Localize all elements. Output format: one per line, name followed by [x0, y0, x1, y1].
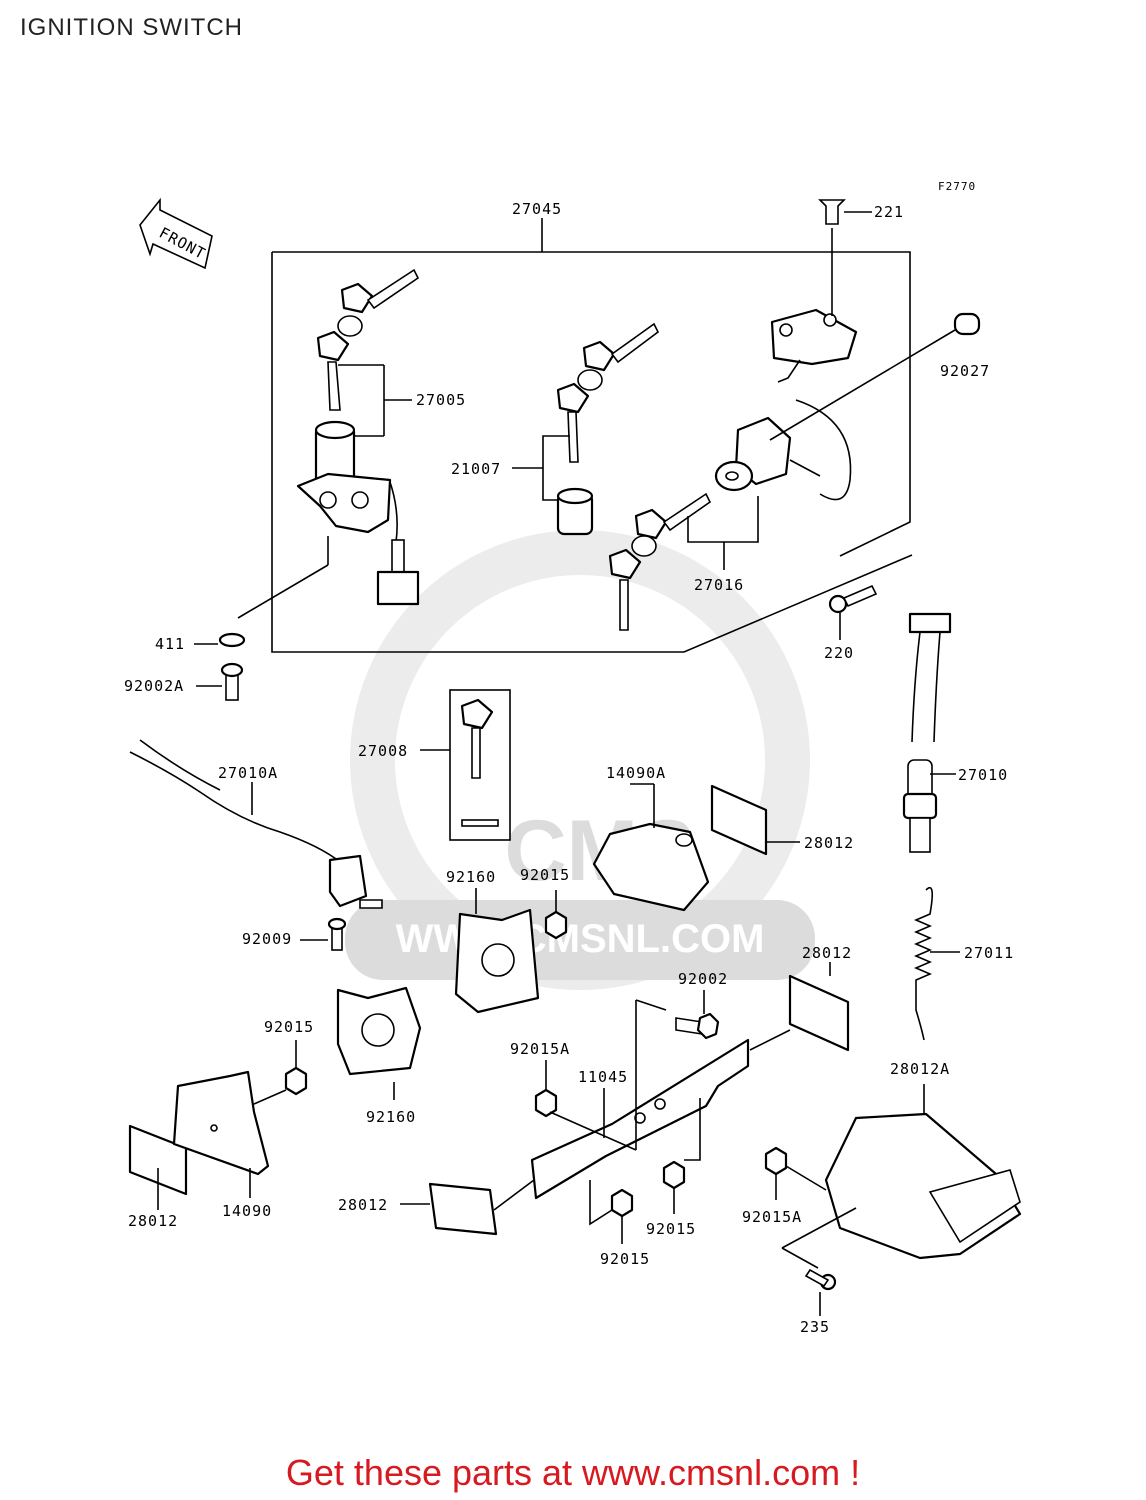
- nut-92015a-center: [534, 1060, 637, 1151]
- seat-lock-27016: [608, 399, 852, 631]
- part-label-27011: 27011: [964, 944, 1014, 962]
- front-arrow-icon: FRONT: [139, 197, 213, 270]
- part-label-411: 411: [155, 635, 185, 653]
- part-label-28012-a: 28012: [804, 834, 854, 852]
- switch-holder: [770, 199, 872, 383]
- reflector-28012-right: [788, 962, 850, 1052]
- bolt-92002a: [196, 662, 244, 701]
- part-label-92015a-a: 92015A: [510, 1040, 570, 1058]
- reflector-28012-upper: [710, 784, 800, 856]
- grommet-92015-center: [544, 890, 568, 940]
- part-label-235: 235: [800, 1318, 830, 1336]
- ignition-switch: [237, 420, 420, 619]
- parts-diagram: WWW.CMSNL.COM CMS F2770 FRONT: [124, 180, 1022, 1336]
- reflector-28012-bottom: [400, 1182, 498, 1236]
- nut-92015-bottom: [589, 1180, 634, 1244]
- gasket-92160-upper: [454, 888, 540, 1014]
- part-label-92015-c: 92015: [646, 1220, 696, 1238]
- part-label-27016: 27016: [694, 576, 744, 594]
- part-label-92015-d: 92015: [600, 1250, 650, 1268]
- part-label-92002: 92002: [678, 970, 728, 988]
- nut-92015a-right: [764, 1146, 827, 1200]
- part-label-92160-a: 92160: [446, 868, 496, 886]
- part-label-92015-a: 92015: [520, 866, 570, 884]
- part-label-221: 221: [874, 203, 904, 221]
- part-label-92160-b: 92160: [366, 1108, 416, 1126]
- nut-92015-right: [662, 1098, 701, 1214]
- part-label-14090: 14090: [222, 1202, 272, 1220]
- part-label-27008: 27008: [358, 742, 408, 760]
- part-label-14090a: 14090A: [606, 764, 666, 782]
- figure-code: F2770: [938, 180, 976, 193]
- page-title: IGNITION SWITCH: [20, 14, 243, 41]
- part-label-92002a: 92002A: [124, 677, 184, 695]
- part-label-27010a: 27010A: [218, 764, 278, 782]
- part-label-220: 220: [824, 644, 854, 662]
- part-label-27045: 27045: [512, 200, 562, 218]
- part-label-27005: 27005: [416, 391, 466, 409]
- spring-27011: [913, 886, 960, 1041]
- nut-92015-left: [253, 1040, 308, 1105]
- part-label-92009: 92009: [242, 930, 292, 948]
- bolt-92009: [300, 917, 347, 951]
- reflector-28012-left: [128, 1124, 188, 1210]
- sleeve-92027: [769, 312, 981, 441]
- kit-bracket: [271, 218, 913, 653]
- bracket-14090: [172, 1070, 270, 1198]
- key-27008: [420, 689, 511, 841]
- part-label-21007: 21007: [451, 460, 501, 478]
- part-label-27010: 27010: [958, 766, 1008, 784]
- switch-27010: [902, 612, 956, 853]
- part-label-28012-c: 28012: [338, 1196, 388, 1214]
- watermark-text: WWW.CMSNL.COM: [396, 917, 765, 961]
- bracket-14090a: [592, 783, 710, 912]
- tail-lamp-28012a: [781, 1084, 1022, 1269]
- screw-235: [804, 1268, 837, 1316]
- washer-411: [194, 632, 246, 648]
- key-set-27005: [316, 268, 420, 437]
- frame-11045: [493, 999, 791, 1211]
- key-set-21007: [512, 322, 660, 536]
- part-label-92027: 92027: [940, 362, 990, 380]
- bolt-92002: [675, 990, 720, 1040]
- part-label-92015-b: 92015: [264, 1018, 314, 1036]
- part-label-28012-d: 28012: [128, 1212, 178, 1230]
- part-label-28012-b: 28012: [802, 944, 852, 962]
- gasket-92160-lower: [336, 986, 422, 1100]
- screw-220: [828, 584, 878, 640]
- promo-link[interactable]: Get these parts at www.cmsnl.com !: [285, 1452, 861, 1493]
- part-label-11045: 11045: [578, 1068, 628, 1086]
- part-label-92015a-b: 92015A: [742, 1208, 802, 1226]
- part-label-28012a: 28012A: [890, 1060, 950, 1078]
- part-labels: 27045 221 92027 27005 21007 27016 220 41…: [124, 200, 1014, 1336]
- cable-27010a: [129, 739, 383, 909]
